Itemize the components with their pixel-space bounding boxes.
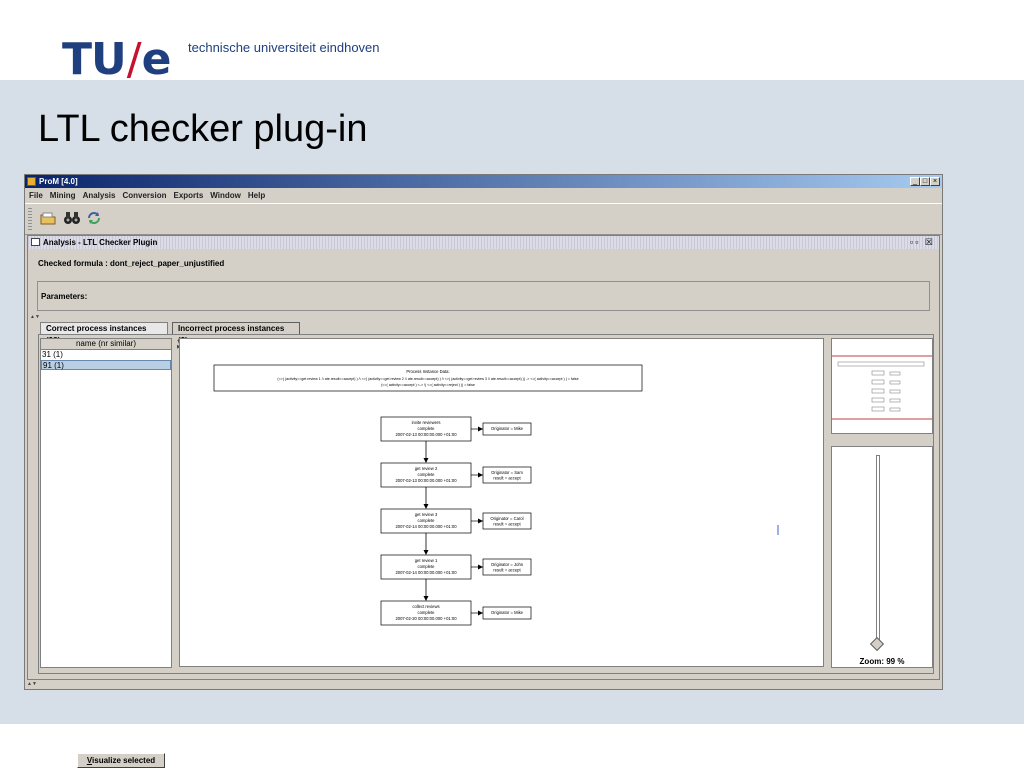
attribute-text: result = accept	[493, 568, 521, 573]
process-data-line: (<>( activity==accept ) <-> !( <>( activ…	[381, 383, 475, 387]
instance-list: name (nr similar) 31 (1) 91 (1) Visualiz…	[40, 338, 172, 768]
overview-thumbnail	[832, 355, 932, 420]
event-name: collect reviews	[412, 604, 439, 609]
list-item-selected[interactable]: 91 (1)	[41, 360, 171, 370]
minimize-button[interactable]: _	[910, 177, 920, 186]
arrowhead	[423, 596, 429, 601]
attribute-text: Originator = Mike	[491, 426, 524, 431]
tab-correct-instances[interactable]: Correct process instances (98)	[40, 322, 168, 345]
zoom-label: Zoom: 99 %	[859, 657, 905, 666]
process-data-title: Process Instance Data:	[406, 369, 449, 374]
event-type: complete	[418, 426, 436, 431]
event-name: invite reviewers	[412, 420, 441, 425]
frame-window-controls[interactable]: ▫▫ ☒	[910, 237, 935, 247]
close-button[interactable]: ×	[930, 177, 940, 186]
event-name: get review 1	[415, 558, 438, 563]
process-data-line: (<>( (activity==get review 1 /\ ate.resu…	[277, 377, 578, 381]
attribute-text: Originator = John	[491, 562, 524, 567]
arrowhead	[423, 458, 429, 463]
zoom-slider-track[interactable]	[876, 455, 880, 645]
event-time: 2007-02-20 00:00:00.000 +01:00	[395, 616, 457, 621]
attribute-node	[482, 558, 532, 576]
arrowhead	[423, 550, 429, 555]
event-time: 2007-02-13 00:00:00.000 +01:00	[395, 478, 457, 483]
tab-incorrect-instances[interactable]: Incorrect process instances (2)	[172, 322, 300, 345]
arrowhead	[478, 564, 483, 570]
attribute-text: Originator = Carol	[490, 516, 523, 521]
arrowhead	[478, 518, 483, 524]
process-instance-graph: Process Instance Data: (<>( (activity==ge…	[179, 338, 824, 667]
menu-conversion[interactable]: Conversion	[122, 191, 167, 200]
tab-panel	[38, 334, 934, 674]
event-node	[380, 600, 472, 626]
toolbar-grip[interactable]	[28, 208, 32, 230]
university-name: technische universiteit eindhoven	[188, 40, 380, 55]
tue-logo: TU/e	[62, 34, 171, 85]
arrowhead	[423, 504, 429, 509]
graph-overview[interactable]	[831, 338, 933, 434]
attribute-text: Originator = Mike	[491, 610, 524, 615]
prom-window: ProM [4.0] _ □ × File Mining Analysis Conve…	[24, 174, 943, 768]
attribute-text: result = accept	[493, 522, 521, 527]
zoom-slider-thumb[interactable]	[869, 636, 885, 652]
binoculars-icon[interactable]	[63, 209, 81, 227]
frame-title: Analysis - LTL Checker Plugin	[43, 238, 158, 247]
attribute-node	[482, 466, 532, 484]
menu-window[interactable]: Window	[210, 191, 241, 200]
arrowhead	[478, 426, 483, 432]
event-node	[380, 416, 472, 442]
menu-bar: File Mining Analysis Conversion Exports Windo…	[25, 189, 942, 202]
menu-exports[interactable]: Exports	[173, 191, 204, 200]
zoom-panel: Zoom: 99 %	[831, 446, 933, 668]
slide-title: LTL checker plug-in	[38, 108, 368, 150]
event-type: complete	[418, 610, 436, 615]
splitter-arrows[interactable]: ◀▶	[177, 338, 181, 350]
window-titlebar: ProM [4.0] _ □ ×	[25, 175, 942, 188]
parameters-panel: Parameters:	[37, 281, 930, 311]
attribute-node	[482, 512, 532, 530]
menu-mining[interactable]: Mining	[49, 191, 76, 200]
frame-titlebar[interactable]: Analysis - LTL Checker Plugin ▫▫ ☒	[28, 236, 939, 249]
list-column-header[interactable]: name (nr similar)	[41, 339, 171, 350]
window-title: ProM [4.0]	[39, 177, 78, 186]
parameters-label: Parameters:	[41, 292, 88, 301]
arrowhead	[478, 610, 483, 616]
event-type: complete	[418, 564, 436, 569]
prom-app-icon	[27, 177, 36, 186]
menu-analysis[interactable]: Analysis	[82, 191, 116, 200]
event-name: get review 2	[415, 466, 438, 471]
refresh-icon[interactable]	[85, 209, 103, 227]
menu-help[interactable]: Help	[247, 191, 266, 200]
attribute-node	[482, 606, 532, 620]
event-type: complete	[418, 472, 436, 477]
attribute-text: result = accept	[493, 476, 521, 481]
graph-canvas: Process Instance Data: (<>( (activity==ge…	[213, 364, 779, 626]
event-time: 2007-02-14 00:00:00.000 +01:00	[395, 524, 457, 529]
toolbar	[25, 203, 942, 235]
process-data-box	[213, 364, 643, 392]
ltl-checker-frame: Analysis - LTL Checker Plugin ▫▫ ☒ Check…	[27, 235, 940, 768]
event-name: get review 3	[415, 512, 438, 517]
event-time: 2007-02-13 00:00:00.000 +01:00	[395, 432, 457, 437]
bottom-split-arrows[interactable]: ▲▼	[27, 681, 37, 687]
visualize-selected-button[interactable]: Visualize selected	[77, 753, 165, 768]
split-pane-arrows[interactable]: ▲▼	[30, 314, 40, 320]
menu-file[interactable]: File	[29, 191, 43, 200]
maximize-button[interactable]: □	[920, 177, 930, 186]
attribute-text: Originator = Sam	[491, 470, 523, 475]
attribute-node	[482, 422, 532, 436]
arrowhead	[478, 472, 483, 478]
event-type: complete	[418, 518, 436, 523]
list-item[interactable]: 31 (1)	[42, 350, 63, 359]
checked-formula: Checked formula : dont_reject_paper_unju…	[38, 259, 225, 268]
event-time: 2007-02-14 00:00:00.000 +01:00	[395, 570, 457, 575]
frame-icon	[31, 238, 40, 246]
open-folder-icon[interactable]	[39, 209, 57, 227]
